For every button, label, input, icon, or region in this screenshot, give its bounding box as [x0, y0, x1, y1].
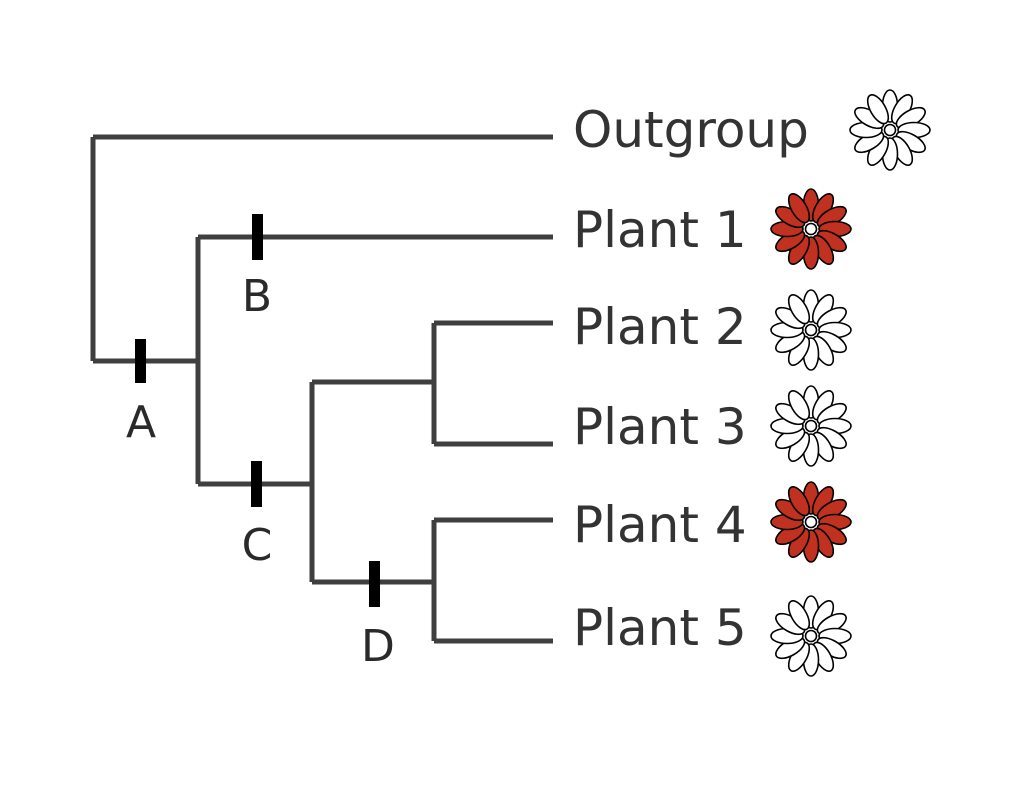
flower-center — [804, 629, 818, 643]
tick-mark-a — [135, 339, 146, 383]
marker-label-c: C — [242, 520, 273, 571]
flower-center — [804, 515, 818, 529]
character-ticks — [135, 214, 380, 607]
tree-branches — [90, 134, 553, 644]
flower-petal — [787, 486, 811, 517]
flower-petal — [866, 94, 890, 125]
taxon-label-plant-2: Plant 2 — [573, 298, 747, 356]
marker-label-a: A — [126, 397, 156, 448]
taxon-label-plant-4: Plant 4 — [573, 496, 747, 554]
taxon-label-plant-3: Plant 3 — [573, 398, 747, 456]
taxon-label-outgroup: Outgroup — [573, 101, 809, 159]
red-flower-icon — [770, 481, 852, 563]
tick-mark-b — [252, 214, 263, 260]
white-flower-icon — [849, 89, 931, 171]
flower-center — [883, 123, 897, 137]
taxon-label-plant-1: Plant 1 — [573, 201, 747, 259]
white-flower-icon — [770, 595, 852, 677]
flower-icons — [770, 89, 931, 677]
flower-center — [804, 419, 818, 433]
flower-center — [804, 323, 818, 337]
marker-labels: A B C D — [126, 271, 395, 672]
taxon-labels: Outgroup Plant 1 Plant 2 Plant 3 Plant 4… — [573, 101, 809, 657]
tick-mark-c — [251, 461, 262, 507]
white-flower-icon — [770, 385, 852, 467]
flower-petal — [787, 193, 811, 224]
taxon-label-plant-5: Plant 5 — [573, 599, 747, 657]
marker-label-d: D — [361, 621, 395, 672]
white-flower-icon — [770, 289, 852, 371]
marker-label-b: B — [242, 271, 272, 322]
flower-center — [804, 222, 818, 236]
tick-mark-d — [369, 561, 380, 607]
red-flower-icon — [770, 188, 852, 270]
flower-petal — [787, 600, 811, 631]
flower-petal — [787, 294, 811, 325]
flower-petal — [787, 390, 811, 421]
